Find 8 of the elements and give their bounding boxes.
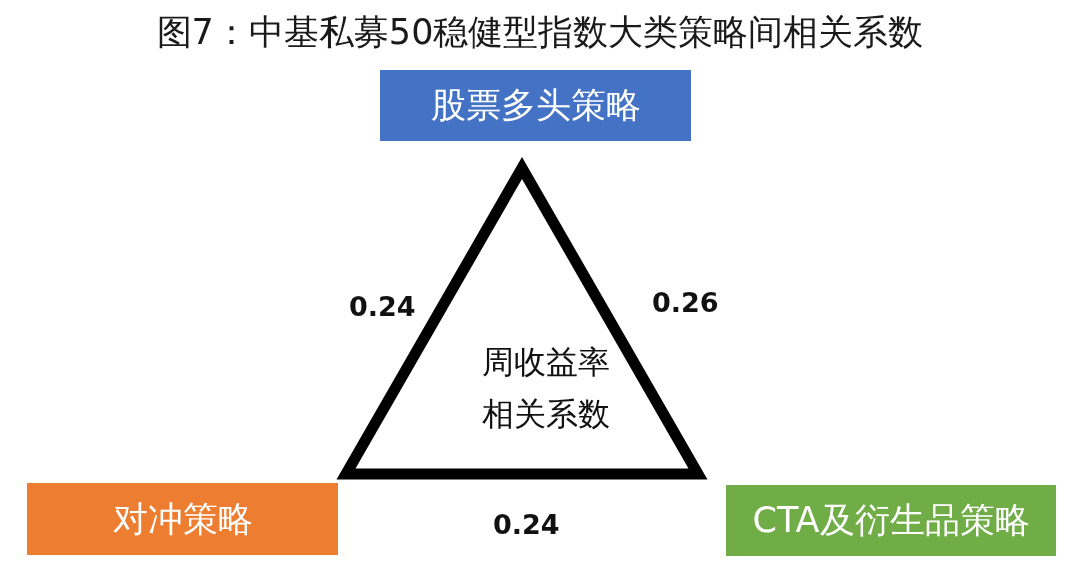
correlation-value: 0.24 bbox=[493, 510, 560, 540]
strategy-box: CTA及衍生品策略 bbox=[726, 485, 1056, 556]
strategy-box: 对冲策略 bbox=[27, 483, 338, 555]
correlation-value: 0.26 bbox=[652, 288, 719, 318]
title: 图7：中基私募50稳健型指数大类策略间相关系数 bbox=[155, 12, 925, 53]
center-label: 周收益率相关系数 bbox=[481, 342, 611, 435]
strategy-box: 股票多头策略 bbox=[380, 70, 691, 141]
correlation-value: 0.24 bbox=[349, 292, 416, 322]
